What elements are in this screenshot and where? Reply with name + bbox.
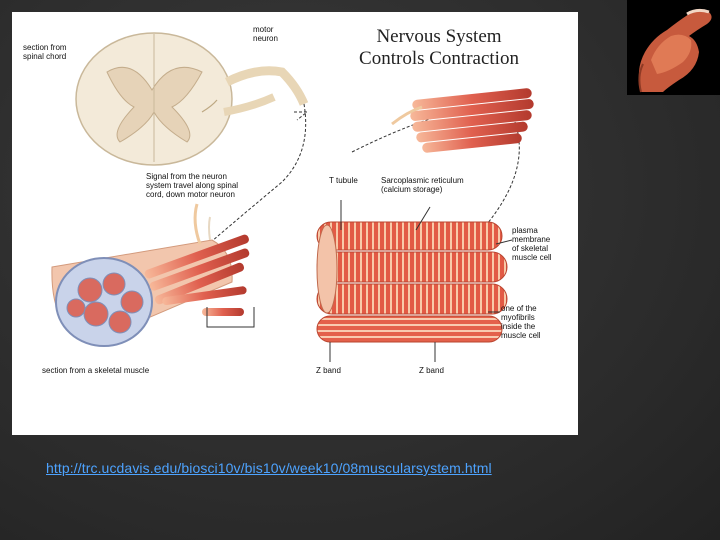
label-plasma-membrane: plasma membrane of skeletal muscle cell <box>512 226 552 262</box>
label-line: Signal from the neuron <box>146 172 227 181</box>
flexed-arm-icon <box>627 0 720 95</box>
skeletal-muscle-section <box>51 203 255 347</box>
label-line: muscle cell <box>512 253 552 262</box>
label-z-band-1: Z band <box>316 366 341 375</box>
title-line-2: Controls Contraction <box>359 48 519 69</box>
label-line: membrane <box>512 235 551 244</box>
label-line: motor <box>253 25 274 34</box>
label-line: one of the <box>501 304 537 313</box>
label-muscle-section: section from a skeletal muscle <box>42 366 150 375</box>
label-line: section from <box>23 43 67 52</box>
diagram-title: Nervous System Controls Contraction <box>334 26 544 70</box>
label-line: inside the <box>501 322 536 331</box>
diagram-artwork <box>51 32 534 362</box>
label-line: system travel along spinal <box>146 181 239 190</box>
label-line: Sarcoplasmic reticulum <box>381 176 464 185</box>
source-link[interactable]: http://trc.ucdavis.edu/biosci10v/bis10v/… <box>46 460 492 476</box>
label-line: cord, down motor neuron <box>146 190 235 199</box>
muscle-fiber-bundle <box>391 88 534 153</box>
nervous-system-diagram: Nervous System Controls Contraction sect… <box>12 12 578 435</box>
label-z-band-2: Z band <box>419 366 444 375</box>
label-line: plasma <box>512 226 538 235</box>
label-line: neuron <box>253 34 278 43</box>
label-spinal-section: section from spinal chord <box>23 43 67 61</box>
label-line: spinal chord <box>23 52 67 61</box>
label-sarcoplasmic-reticulum: Sarcoplasmic reticulum (calcium storage) <box>381 176 464 194</box>
label-line: (calcium storage) <box>381 185 443 194</box>
title-line-1: Nervous System <box>376 26 502 47</box>
label-line: muscle cell <box>501 331 541 340</box>
label-line: of skeletal <box>512 244 549 253</box>
spinal-cord-section <box>75 32 309 166</box>
label-line: myofibrils <box>501 313 535 322</box>
myofibril-stack <box>316 200 513 362</box>
label-signal: Signal from the neuron system travel alo… <box>146 172 238 199</box>
label-motor-neuron: motor neuron <box>253 25 278 43</box>
label-t-tubule: T tubule <box>329 176 358 185</box>
label-myofibril: one of the myofibrils inside the muscle … <box>501 304 541 340</box>
